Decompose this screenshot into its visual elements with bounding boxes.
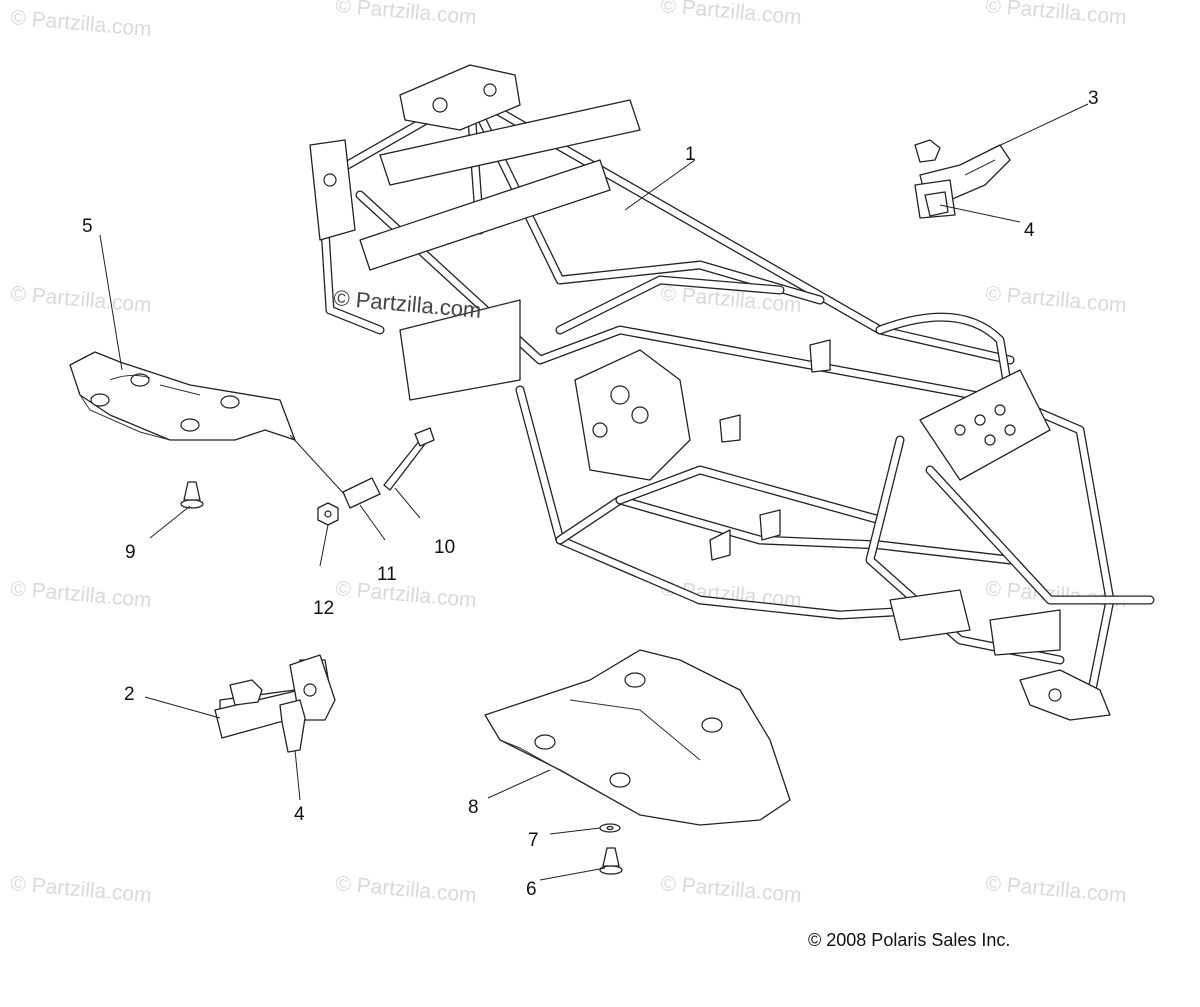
callout-8: 8 <box>468 797 479 818</box>
main-frame[interactable] <box>309 64 1155 721</box>
rear-skid-plate[interactable] <box>484 649 791 826</box>
spacer[interactable] <box>342 477 381 509</box>
callout-6: 6 <box>526 879 537 900</box>
callout-9: 9 <box>125 542 136 563</box>
callout-10: 10 <box>434 537 455 558</box>
callout-2: 2 <box>124 684 135 705</box>
nut[interactable] <box>317 502 339 526</box>
callout-7: 7 <box>528 830 539 851</box>
leader-lines <box>99 103 1089 881</box>
watermark: © Partzilla.com <box>660 872 803 907</box>
watermark: © Partzilla.com <box>10 282 153 317</box>
watermark: © Partzilla.com <box>10 872 153 907</box>
watermark: © Partzilla.com <box>335 577 478 612</box>
watermark: © Partzilla.com <box>335 872 478 907</box>
callout-5: 5 <box>82 216 93 237</box>
watermark: © Partzilla.com <box>985 872 1128 907</box>
callout-11: 11 <box>377 564 397 585</box>
push-rivet-lower[interactable] <box>599 847 623 875</box>
washer[interactable] <box>599 823 621 833</box>
front-skid-plate[interactable] <box>69 351 296 441</box>
push-rivet-upper[interactable] <box>180 481 204 509</box>
watermark: © Partzilla.com <box>660 0 803 29</box>
callout-12: 12 <box>313 598 334 619</box>
callout-1: 1 <box>685 144 696 165</box>
watermark: © Partzilla.com <box>985 282 1128 317</box>
callout-4: 4 <box>294 804 305 825</box>
watermark: © Partzilla.com <box>335 0 478 29</box>
watermark: © Partzilla.com <box>985 0 1128 29</box>
long-bolt[interactable] <box>383 427 435 491</box>
flange-bolt-lower[interactable] <box>229 679 306 753</box>
watermark: © Partzilla.com <box>10 577 153 612</box>
flange-bolt-upper[interactable] <box>914 139 949 217</box>
copyright-notice: © 2008 Polaris Sales Inc. <box>808 930 1010 950</box>
callouts: 1 2 3 4 4 5 6 7 8 9 10 11 12 <box>82 88 1099 900</box>
callout-3: 3 <box>1088 88 1099 109</box>
watermark: © Partzilla.com <box>10 6 153 41</box>
callout-4: 4 <box>1024 220 1035 241</box>
